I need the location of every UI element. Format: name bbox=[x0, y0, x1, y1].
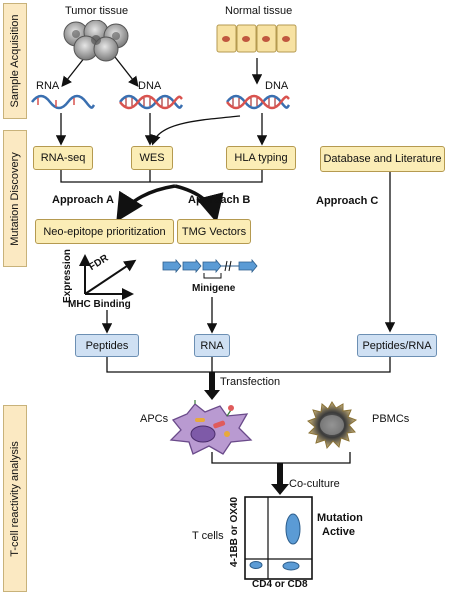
tumor-cells-icon bbox=[63, 20, 129, 62]
wes-box: WES bbox=[131, 146, 173, 170]
mhc-binding-axis-label: MHC Binding bbox=[68, 299, 131, 310]
facs-populations bbox=[249, 513, 301, 571]
facs-x-axis-label: CD4 or CD8 bbox=[252, 579, 308, 590]
approach-b-label: Approach B bbox=[188, 194, 251, 206]
dna-tumor-strand-icon bbox=[119, 94, 183, 110]
tumor-tissue-label: Tumor tissue bbox=[65, 5, 129, 17]
pbmcs-label: PBMCs bbox=[372, 413, 410, 425]
rna-output-box: RNA bbox=[194, 334, 230, 357]
neo-epitope-box: Neo-epitope prioritization bbox=[35, 219, 174, 244]
database-literature-box: Database and Literature bbox=[320, 146, 445, 172]
approach-c-label: Approach C bbox=[316, 195, 379, 207]
dna-normal-label: DNA bbox=[265, 80, 289, 92]
minigene-label: Minigene bbox=[192, 283, 236, 294]
normal-tissue-label: Normal tissue bbox=[225, 5, 293, 17]
peptides-box: Peptides bbox=[75, 334, 139, 357]
facs-y-axis-label: 4-1BB or OX40 bbox=[229, 496, 240, 567]
mutation-label: Mutation bbox=[317, 512, 363, 524]
minigene-chain-icon bbox=[162, 259, 258, 273]
expression-axis-label: Expression bbox=[62, 249, 73, 303]
section-sample-acquisition: Sample Acquisition bbox=[3, 3, 27, 119]
section-mutation-discovery: Mutation Discovery bbox=[3, 130, 27, 267]
rna-label: RNA bbox=[36, 80, 60, 92]
dna-tumor-label: DNA bbox=[138, 80, 162, 92]
normal-cells-icon bbox=[216, 24, 297, 53]
hla-typing-box: HLA typing bbox=[226, 146, 296, 170]
tmg-vectors-box: TMG Vectors bbox=[177, 219, 251, 244]
apc-cell-icon bbox=[169, 400, 253, 455]
dna-normal-strand-icon bbox=[226, 94, 290, 110]
pbmc-cell-icon bbox=[307, 401, 358, 450]
active-label: Active bbox=[322, 526, 356, 538]
approach-a-label: Approach A bbox=[52, 194, 114, 206]
transfection-label: Transfection bbox=[220, 376, 281, 388]
peptides-rna-box: Peptides/RNA bbox=[357, 334, 437, 357]
tcells-label: T cells bbox=[192, 530, 224, 542]
rnaseq-box: RNA-seq bbox=[33, 146, 93, 170]
rna-strand-icon bbox=[31, 94, 95, 110]
coculture-label: Co-culture bbox=[289, 478, 340, 490]
apcs-label: APCs bbox=[140, 413, 169, 425]
